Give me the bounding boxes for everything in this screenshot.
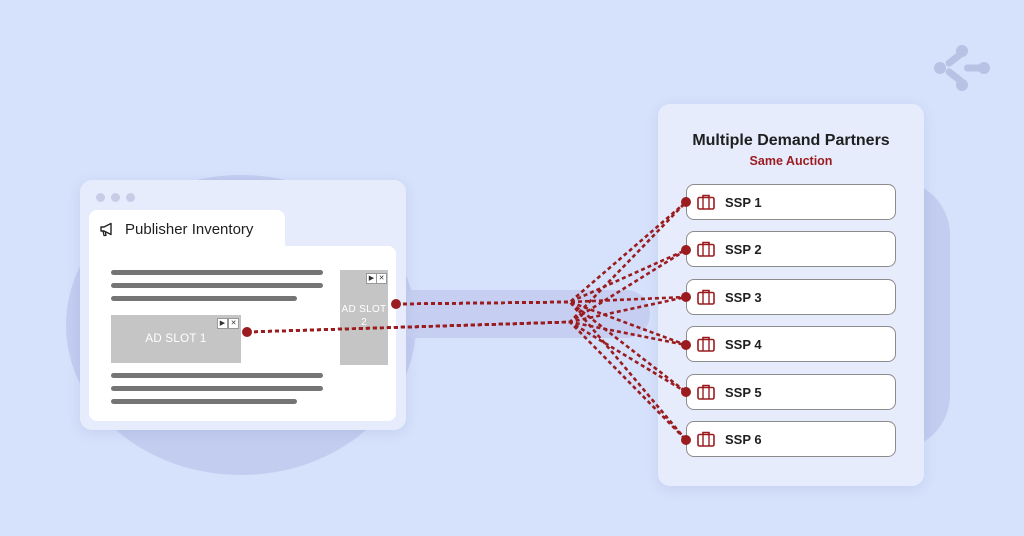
ssp-label: SSP 3 (725, 290, 762, 305)
ad-slot-2-label: AD SLOT (341, 304, 387, 315)
connector-line (395, 300, 687, 394)
ssp-card-2[interactable]: SSP 2 (686, 231, 896, 267)
text-line (111, 386, 323, 391)
ssp-card-4[interactable]: SSP 4 (686, 326, 896, 362)
ad-slot-2-number: 2 (361, 317, 367, 328)
target-dot (681, 387, 691, 397)
ad-close-icon[interactable]: ✕ (228, 318, 239, 329)
window-dot (111, 193, 120, 202)
ad-slot-2[interactable]: ▶ ✕ AD SLOT 2 (340, 270, 388, 365)
network-logo-icon (934, 45, 990, 91)
publisher-page: ▶ ✕ AD SLOT 1 ▶ ✕ AD SLOT 2 (89, 246, 396, 421)
target-dot (681, 245, 691, 255)
ssp-label: SSP 4 (725, 337, 762, 352)
demand-partners-panel: Multiple Demand Partners Same Auction SS… (658, 104, 924, 486)
window-dot (126, 193, 135, 202)
megaphone-icon (100, 222, 112, 237)
ad-slot-1-label: AD SLOT 1 (145, 333, 207, 345)
ad-play-icon[interactable]: ▶ (217, 318, 228, 329)
publisher-window: Publisher Inventory ▶ ✕ AD SLOT 1 ▶ ✕ AD… (80, 180, 406, 430)
ssp-label: SSP 1 (725, 195, 762, 210)
connector-line (395, 201, 687, 306)
text-line (111, 296, 297, 301)
window-dot (96, 193, 105, 202)
target-dot (681, 340, 691, 350)
briefcase-icon (697, 194, 715, 210)
text-line (111, 373, 323, 378)
tab-label: Publisher Inventory (125, 221, 254, 238)
publisher-inventory-tab[interactable]: Publisher Inventory (89, 210, 285, 250)
source-dot (391, 299, 401, 309)
briefcase-icon (697, 241, 715, 257)
target-dot (681, 197, 691, 207)
text-line (111, 399, 297, 404)
ad-slot-1[interactable]: ▶ ✕ AD SLOT 1 (111, 315, 241, 363)
briefcase-icon (697, 431, 715, 447)
ssp-card-6[interactable]: SSP 6 (686, 421, 896, 457)
briefcase-icon (697, 336, 715, 352)
ssp-card-1[interactable]: SSP 1 (686, 184, 896, 220)
source-dot (242, 327, 252, 337)
connector-line (246, 320, 687, 441)
ssp-label: SSP 6 (725, 432, 762, 447)
target-dot (681, 435, 691, 445)
briefcase-icon (697, 289, 715, 305)
connector-line (395, 300, 687, 441)
text-line (111, 283, 323, 288)
ssp-card-3[interactable]: SSP 3 (686, 279, 896, 315)
briefcase-icon (697, 384, 715, 400)
ssp-label: SSP 2 (725, 242, 762, 257)
text-line (111, 270, 323, 275)
panel-title: Multiple Demand Partners (692, 132, 890, 149)
panel-subtitle: Same Auction (749, 154, 833, 168)
target-dot (681, 292, 691, 302)
ad-close-icon[interactable]: ✕ (376, 273, 387, 284)
ssp-label: SSP 5 (725, 385, 762, 400)
